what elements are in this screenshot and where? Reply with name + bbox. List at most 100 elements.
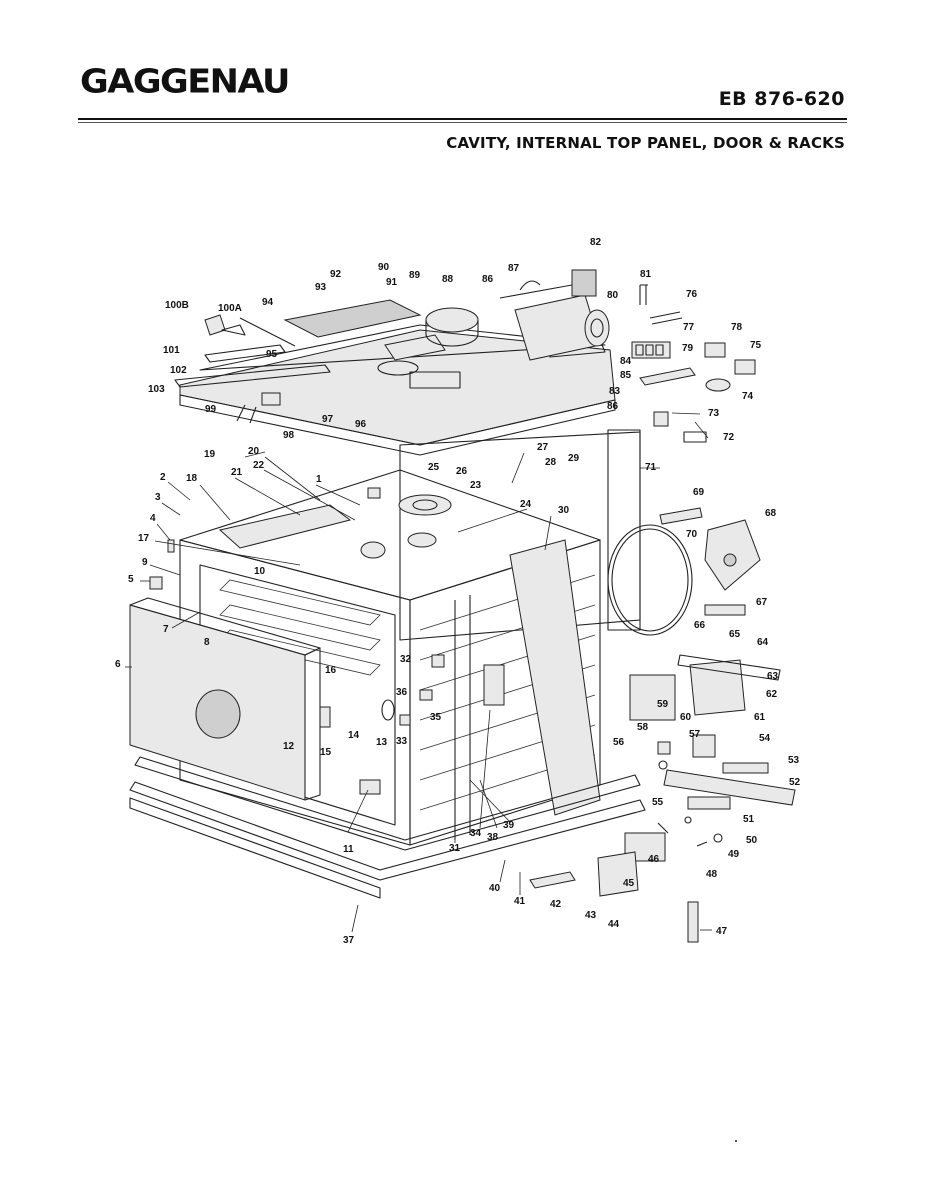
part-label-93: 93 [315, 282, 327, 293]
part-label-31: 31 [449, 843, 461, 854]
part-label-39: 39 [503, 820, 515, 831]
brand-logo: GAGGENAU [80, 63, 290, 101]
part-label-58: 58 [637, 722, 649, 733]
part-label-71: 71 [645, 462, 657, 473]
part-label-100a: 100A [218, 303, 242, 314]
part-label-90: 90 [378, 262, 390, 273]
part-label-3: 3 [155, 492, 161, 503]
part-label-46: 46 [648, 854, 660, 865]
part-label-22: 22 [253, 460, 265, 471]
part-label-89: 89 [409, 270, 421, 281]
part-label-23: 23 [470, 480, 482, 491]
part-label-77: 77 [683, 322, 695, 333]
part-label-97: 97 [322, 414, 334, 425]
part-label-42: 42 [550, 899, 562, 910]
part-label-85: 85 [620, 370, 632, 381]
part-label-82: 82 [590, 237, 602, 248]
part-label-1: 1 [316, 474, 322, 485]
part-label-47: 47 [716, 926, 728, 937]
part-label-9: 9 [142, 557, 148, 568]
part-label-99: 99 [205, 404, 217, 415]
part-label-30: 30 [558, 505, 570, 516]
part-label-74: 74 [742, 391, 754, 402]
part-label-94: 94 [262, 297, 274, 308]
part-label-62: 62 [766, 689, 778, 700]
part-label-21: 21 [231, 467, 243, 478]
part-label-17: 17 [138, 533, 150, 544]
part-label-54: 54 [759, 733, 771, 744]
part-label-6: 6 [115, 659, 121, 670]
part-label-50: 50 [746, 835, 758, 846]
part-label-27: 27 [537, 442, 549, 453]
part-label-103: 103 [148, 384, 165, 395]
part-label-44: 44 [608, 919, 620, 930]
part-label-101: 101 [163, 345, 180, 356]
blower-motor [499, 269, 610, 361]
part-label-41: 41 [514, 896, 526, 907]
part-label-76: 76 [686, 289, 698, 300]
part-label-35: 35 [430, 712, 442, 723]
part-label-20: 20 [248, 446, 260, 457]
part-label-83: 83 [609, 386, 621, 397]
part-label-38: 38 [487, 832, 499, 843]
convection-fan-assembly [597, 429, 796, 943]
part-label-51: 51 [743, 814, 755, 825]
part-label-63: 63 [767, 671, 779, 682]
top-panel-left-parts [174, 314, 331, 424]
header-rule-thin [78, 122, 847, 123]
part-label-36: 36 [396, 687, 408, 698]
part-label-81: 81 [640, 269, 652, 280]
part-label-60: 60 [680, 712, 692, 723]
part-label-68: 68 [765, 508, 777, 519]
scan-speck [735, 1140, 737, 1142]
part-label-29: 29 [568, 453, 580, 464]
part-label-34: 34 [470, 828, 482, 839]
part-label-49: 49 [728, 849, 740, 860]
part-label-56: 56 [613, 737, 625, 748]
part-label-72: 72 [723, 432, 735, 443]
part-label-16: 16 [325, 665, 337, 676]
part-label-33: 33 [396, 736, 408, 747]
part-label-52: 52 [789, 777, 801, 788]
leader-lines [125, 412, 712, 933]
part-label-5: 5 [128, 574, 134, 585]
part-label-12: 12 [283, 741, 295, 752]
part-label-28: 28 [545, 457, 557, 468]
oven-cavity [149, 431, 641, 846]
part-label-64: 64 [757, 637, 769, 648]
part-label-95: 95 [266, 349, 278, 360]
part-label-91: 91 [386, 277, 398, 288]
part-label-80: 80 [607, 290, 619, 301]
part-label-87: 87 [508, 263, 520, 274]
part-label-65: 65 [729, 629, 741, 640]
bottom-panels [129, 756, 646, 899]
part-label-24: 24 [520, 499, 532, 510]
part-label-7: 7 [163, 624, 169, 635]
part-label-96: 96 [355, 419, 367, 430]
part-label-70: 70 [686, 529, 698, 540]
part-label-8: 8 [204, 637, 210, 648]
part-label-13: 13 [376, 737, 388, 748]
part-label-86: 86 [482, 274, 494, 285]
part-label-48: 48 [706, 869, 718, 880]
part-label-100b: 100B [165, 300, 189, 311]
part-label-18: 18 [186, 473, 198, 484]
part-label-98: 98 [283, 430, 295, 441]
part-label-19: 19 [204, 449, 216, 460]
part-label-40: 40 [489, 883, 501, 894]
part-label-78: 78 [731, 322, 743, 333]
part-label-55: 55 [652, 797, 664, 808]
model-number: EB 876-620 [718, 88, 845, 110]
part-label-79: 79 [682, 343, 694, 354]
part-label-73: 73 [708, 408, 720, 419]
oven-door [129, 597, 321, 801]
header-rule [78, 118, 847, 120]
part-label-10: 10 [254, 566, 266, 577]
part-label-26: 26 [456, 466, 468, 477]
part-label-32: 32 [400, 654, 412, 665]
part-label-43: 43 [585, 910, 597, 921]
part-label-2: 2 [160, 472, 166, 483]
part-label-4: 4 [150, 513, 156, 524]
terminal-blocks [631, 284, 756, 443]
